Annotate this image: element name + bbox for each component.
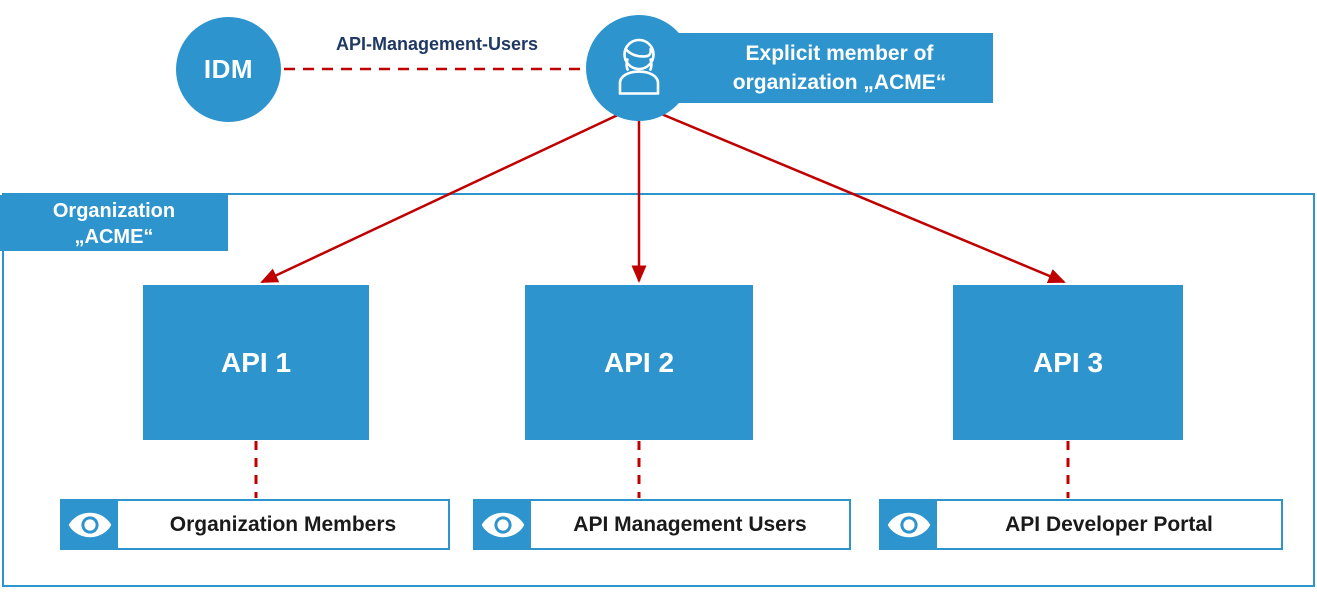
visibility-box-1[interactable]: Organization Members [60, 499, 450, 550]
eye-icon [887, 512, 931, 537]
user-female-icon [618, 38, 660, 95]
idm-label: IDM [203, 54, 254, 84]
organization-label-line1: Organization [52, 200, 176, 222]
person-node[interactable] [586, 15, 692, 121]
visibility-box-2[interactable]: API Management Users [473, 499, 851, 550]
api-box-label: API 1 [220, 346, 292, 378]
organization-label: Organization „ACME“ [0, 195, 228, 251]
visibility-label: API Developer Portal [1005, 512, 1213, 536]
visibility-icon-cell [62, 501, 118, 548]
visibility-label: API Management Users [573, 512, 807, 536]
visibility-box-3[interactable]: API Developer Portal [879, 499, 1283, 550]
organization-label-line2: „ACME“ [74, 226, 154, 248]
api-box-3[interactable]: API 3 [953, 285, 1183, 440]
api-box-label: API 3 [1032, 346, 1104, 378]
idm-node[interactable]: IDM [176, 17, 281, 122]
api-box-1[interactable]: API 1 [143, 285, 369, 440]
api-box-label: API 2 [603, 346, 675, 378]
eye-icon [68, 512, 112, 537]
organization-container [2, 193, 1315, 587]
person-banner-line2: organization „ACME“ [732, 71, 947, 94]
idm-edge-label: API-Management-Users [335, 34, 539, 54]
visibility-icon-cell [881, 501, 937, 548]
eye-icon [481, 512, 525, 537]
person-banner-line1: Explicit member of [745, 42, 934, 65]
visibility-label: Organization Members [169, 512, 397, 536]
api-box-2[interactable]: API 2 [525, 285, 753, 440]
person-banner: Explicit member of organization „ACME“ [662, 33, 993, 103]
visibility-icon-cell [475, 501, 531, 548]
